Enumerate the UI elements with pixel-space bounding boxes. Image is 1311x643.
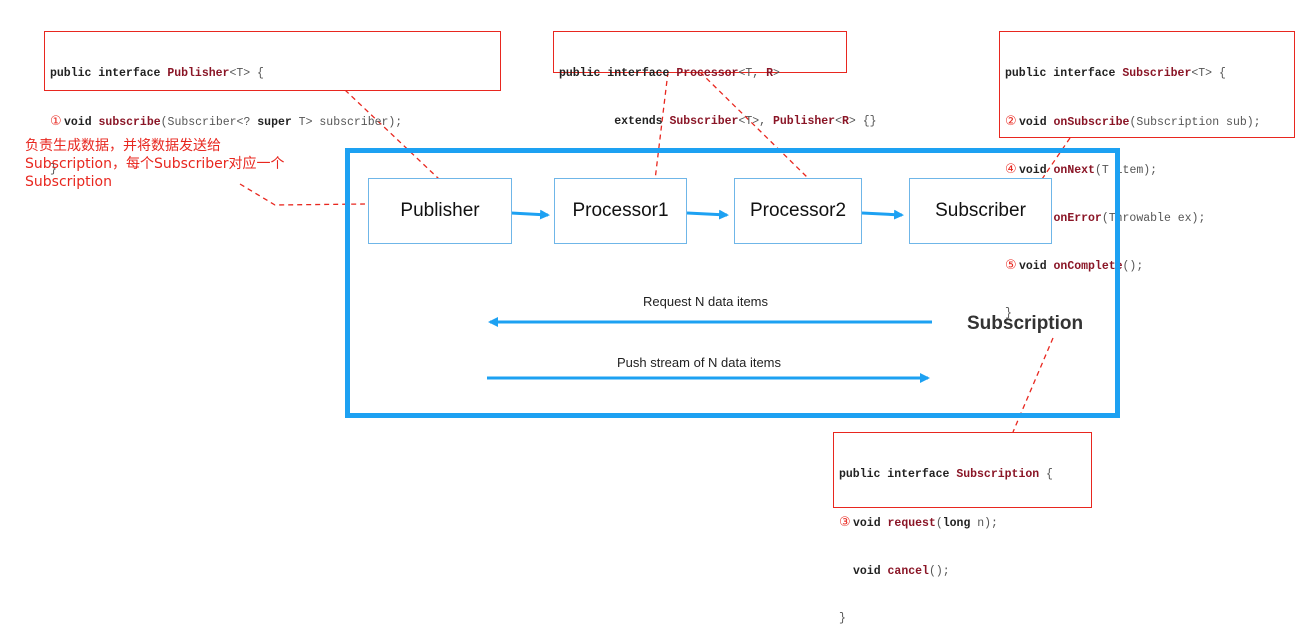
code-text: (T item); <box>1094 164 1158 177</box>
code-keyword: long <box>942 517 971 530</box>
code-keyword: void <box>1019 164 1054 177</box>
code-text: <T, <box>738 67 767 80</box>
code-type: R <box>842 115 849 128</box>
code-text: > <box>772 67 780 80</box>
code-text: <T> { <box>229 67 264 80</box>
code-type: R <box>766 67 773 80</box>
code-text: } <box>839 612 846 625</box>
code-text: n); <box>970 517 998 530</box>
code-text: > {} <box>848 115 877 128</box>
arrow-publisher-processor1 <box>510 209 550 220</box>
processor-box-connector-1 <box>654 71 669 181</box>
arrow-processor2-subscriber <box>861 209 904 220</box>
code-text: (Subscription sub); <box>1129 116 1261 129</box>
code-indent <box>559 115 614 128</box>
code-keyword: void <box>1019 116 1054 129</box>
code-text: <T>, <box>738 115 773 128</box>
code-type: Subscriber <box>669 115 739 128</box>
code-method: onNext <box>1053 164 1095 177</box>
code-text: ( <box>935 517 943 530</box>
processor-box-connector-2 <box>699 71 811 181</box>
code-keyword: public interface <box>50 67 168 80</box>
step-number-3: ③ <box>839 515 851 530</box>
flow-frame <box>345 148 1120 418</box>
note-line-2: Subscription，每个Subscriber对应一个 <box>25 156 285 172</box>
code-keyword: public interface <box>1005 67 1123 80</box>
code-text: (Subscriber<? <box>160 116 258 129</box>
code-method: cancel <box>887 565 929 578</box>
note-line-3: Subscription <box>25 174 112 190</box>
code-keyword: public interface <box>839 468 957 481</box>
publisher-note: 负责生成数据，并将数据发送给 Subscription，每个Subscriber… <box>25 137 285 191</box>
code-type: Processor <box>676 67 739 80</box>
step-number-2: ② <box>1005 114 1017 129</box>
code-text: } <box>50 163 57 176</box>
code-type: Publisher <box>167 67 230 80</box>
code-text: (); <box>1122 260 1144 273</box>
code-method: request <box>887 517 936 530</box>
subscriber-node: Subscriber <box>909 178 1052 244</box>
code-keyword: void <box>853 565 888 578</box>
subscription-label: Subscription <box>967 313 1084 334</box>
request-label: Request N data items <box>643 294 769 309</box>
publisher-box-connector <box>344 89 441 181</box>
code-keyword: void <box>64 116 99 129</box>
push-label: Push stream of N data items <box>617 355 782 370</box>
code-type: Publisher <box>772 115 836 128</box>
code-method: onSubscribe <box>1053 116 1130 129</box>
processor1-node: Processor1 <box>554 178 687 244</box>
arrow-processor1-processor2 <box>686 209 729 220</box>
code-text: < <box>835 115 842 128</box>
code-keyword: super <box>257 116 292 129</box>
code-keyword: void <box>853 517 888 530</box>
code-type: Subscriber <box>1122 67 1192 80</box>
code-keyword: void <box>1019 260 1054 273</box>
code-text: <T> { <box>1191 67 1226 80</box>
code-text: T> subscriber); <box>291 116 403 129</box>
processor-interface-box: public interface Processor<T, R> extends… <box>553 31 877 128</box>
step-number-blank <box>839 563 853 579</box>
code-method: subscribe <box>98 116 161 129</box>
note-connector <box>239 183 366 206</box>
code-type: Subscription <box>956 468 1040 481</box>
publisher-node: Publisher <box>368 178 512 244</box>
step-number-4: ④ <box>1005 162 1017 177</box>
processor2-node: Processor2 <box>734 178 862 244</box>
code-keyword: public interface <box>559 67 677 80</box>
code-text: { <box>1039 468 1053 481</box>
code-method: onComplete <box>1053 260 1123 273</box>
code-keyword: extends <box>614 115 670 128</box>
code-text: } <box>1005 307 1012 320</box>
step-number-5: ⑤ <box>1005 258 1017 273</box>
code-method: onError <box>1053 212 1102 225</box>
step-number-1: ① <box>50 114 62 129</box>
note-line-1: 负责生成数据，并将数据发送给 <box>25 138 221 154</box>
code-text: (); <box>928 565 950 578</box>
